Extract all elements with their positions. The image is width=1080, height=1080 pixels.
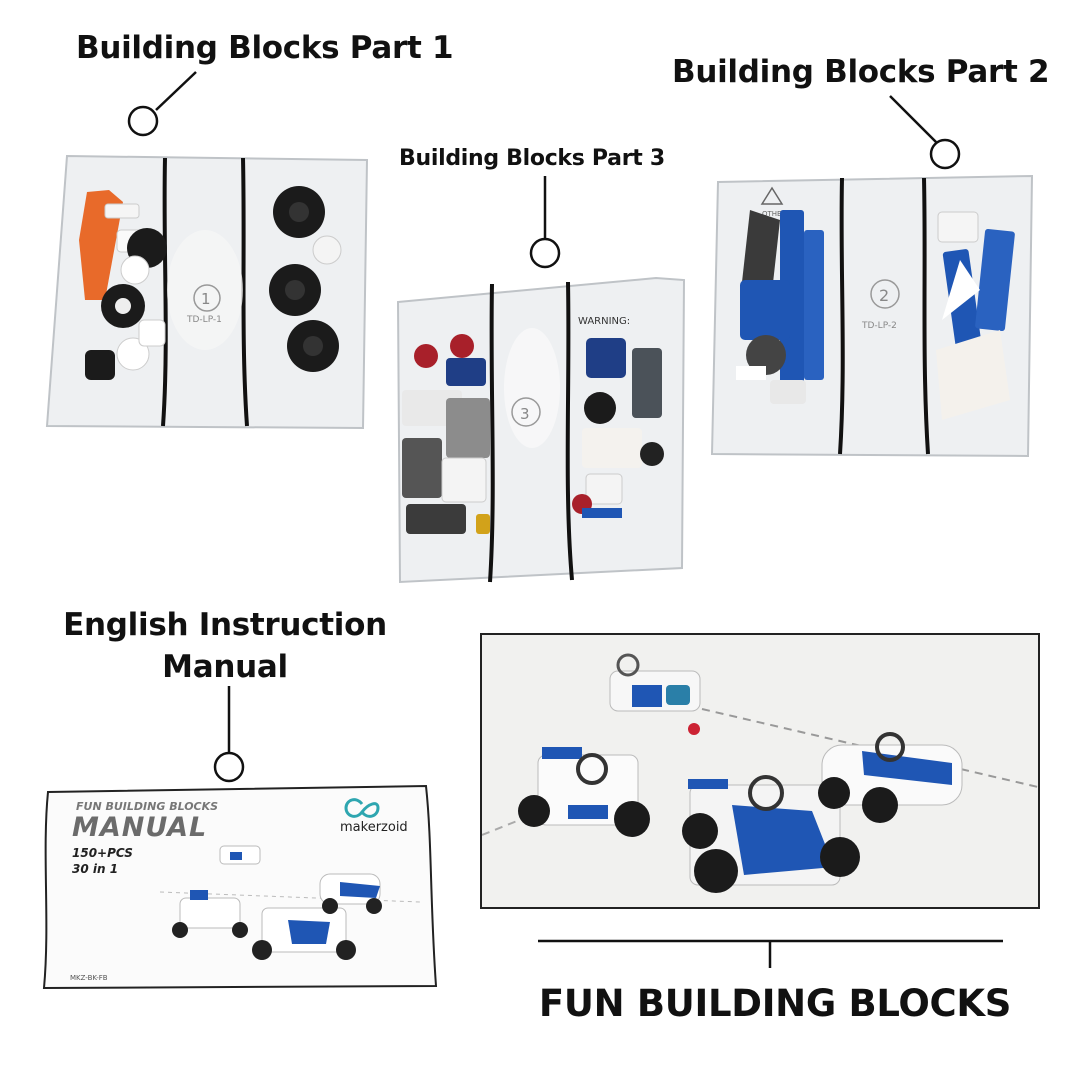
toy-kart-left bbox=[518, 747, 650, 837]
manual-pieces: 150+PCS bbox=[72, 846, 133, 860]
manual-label: English Instruction Manual bbox=[63, 607, 387, 685]
product-scene bbox=[482, 653, 1038, 893]
product-photo bbox=[480, 633, 1040, 909]
manual-car-c bbox=[319, 873, 382, 914]
package-part2: OTHER 2 TD-LP-2 bbox=[710, 174, 1034, 458]
package-part1: 1 TD-LP-1 bbox=[45, 154, 369, 430]
brand-name: makerzoid bbox=[340, 820, 408, 835]
manual-models: 30 in 1 bbox=[72, 862, 119, 876]
svg-text:2: 2 bbox=[879, 286, 889, 305]
manual-plane bbox=[219, 845, 261, 865]
callout-line-part1 bbox=[155, 71, 197, 111]
manual-car-a bbox=[172, 890, 248, 938]
callout-dot-part1 bbox=[127, 105, 159, 137]
manual-title: MANUAL bbox=[72, 812, 208, 843]
infinity-logo-icon bbox=[344, 798, 380, 818]
recycle-icon bbox=[760, 186, 784, 205]
callout-line-part2 bbox=[889, 95, 937, 143]
part3-label: Building Blocks Part 3 bbox=[399, 146, 665, 171]
svg-text:TD-LP-2: TD-LP-2 bbox=[861, 321, 897, 331]
svg-text:TD-LP-1: TD-LP-1 bbox=[186, 315, 222, 325]
svg-text:OTHER: OTHER bbox=[762, 210, 786, 218]
manual-code: MKZ-BK-FB bbox=[70, 974, 108, 982]
part2-label: Building Blocks Part 2 bbox=[672, 54, 1050, 90]
callout-dot-part2 bbox=[929, 138, 961, 170]
toy-racer-center bbox=[682, 775, 860, 893]
manual-subtitle: FUN BUILDING BLOCKS bbox=[76, 800, 219, 813]
part1-label: Building Blocks Part 1 bbox=[76, 30, 454, 66]
callout-dot-manual bbox=[213, 751, 245, 783]
toy-plane bbox=[609, 653, 701, 735]
manual-booklet bbox=[42, 784, 438, 990]
svg-text:3: 3 bbox=[520, 405, 530, 423]
callout-dot-part3 bbox=[529, 237, 561, 269]
svg-text:1: 1 bbox=[201, 290, 211, 308]
manual-car-b bbox=[252, 907, 356, 960]
package-part3: WARNING: 3 bbox=[396, 276, 686, 584]
product-label: FUN BUILDING BLOCKS bbox=[538, 982, 1012, 1025]
svg-text:WARNING:: WARNING: bbox=[578, 316, 630, 327]
toy-car-right bbox=[818, 732, 963, 823]
